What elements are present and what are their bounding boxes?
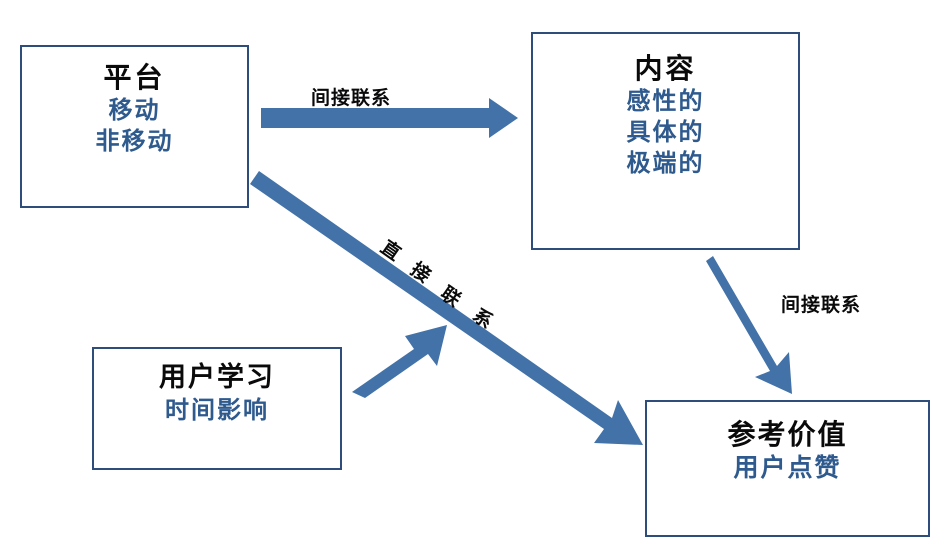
edge-label-platform-to-content: 间接联系 [311, 87, 392, 109]
node-reference-value[interactable]: 参考价值 用户点赞 [645, 400, 930, 537]
edge-label-char-4: 系 [468, 304, 497, 334]
edge-label-platform-to-reference-value: 直 接 联 系 [377, 236, 512, 336]
edge-label-char-3: 联 [436, 282, 465, 312]
arrow-content-to-reference-value [706, 256, 792, 394]
node-reference-value-title: 参考价值 [727, 418, 848, 451]
node-content-sub-2: 具体的 [626, 117, 705, 146]
arrow-platform-to-content [261, 98, 518, 138]
node-user-learning-title: 用户学习 [159, 362, 275, 393]
node-user-learning-sub-1: 时间影响 [165, 395, 269, 424]
node-content-sub-3: 极端的 [626, 148, 705, 177]
arrow-user-learning-to-link [352, 325, 447, 398]
node-platform[interactable]: 平台 移动 非移动 [20, 45, 249, 208]
edge-label-char-2: 接 [406, 258, 435, 288]
node-platform-sub-1: 移动 [108, 96, 161, 125]
node-content[interactable]: 内容 感性的 具体的 极端的 [531, 32, 800, 250]
edge-label-content-to-reference-value: 间接联系 [781, 294, 862, 316]
node-content-title: 内容 [634, 52, 697, 85]
node-user-learning[interactable]: 用户学习 时间影响 [92, 347, 342, 470]
node-platform-title: 平台 [103, 61, 166, 94]
node-reference-value-sub-1: 用户点赞 [733, 453, 842, 483]
node-platform-sub-2: 非移动 [95, 126, 174, 155]
arrow-platform-to-reference-value [250, 171, 643, 445]
node-content-sub-1: 感性的 [626, 87, 705, 116]
